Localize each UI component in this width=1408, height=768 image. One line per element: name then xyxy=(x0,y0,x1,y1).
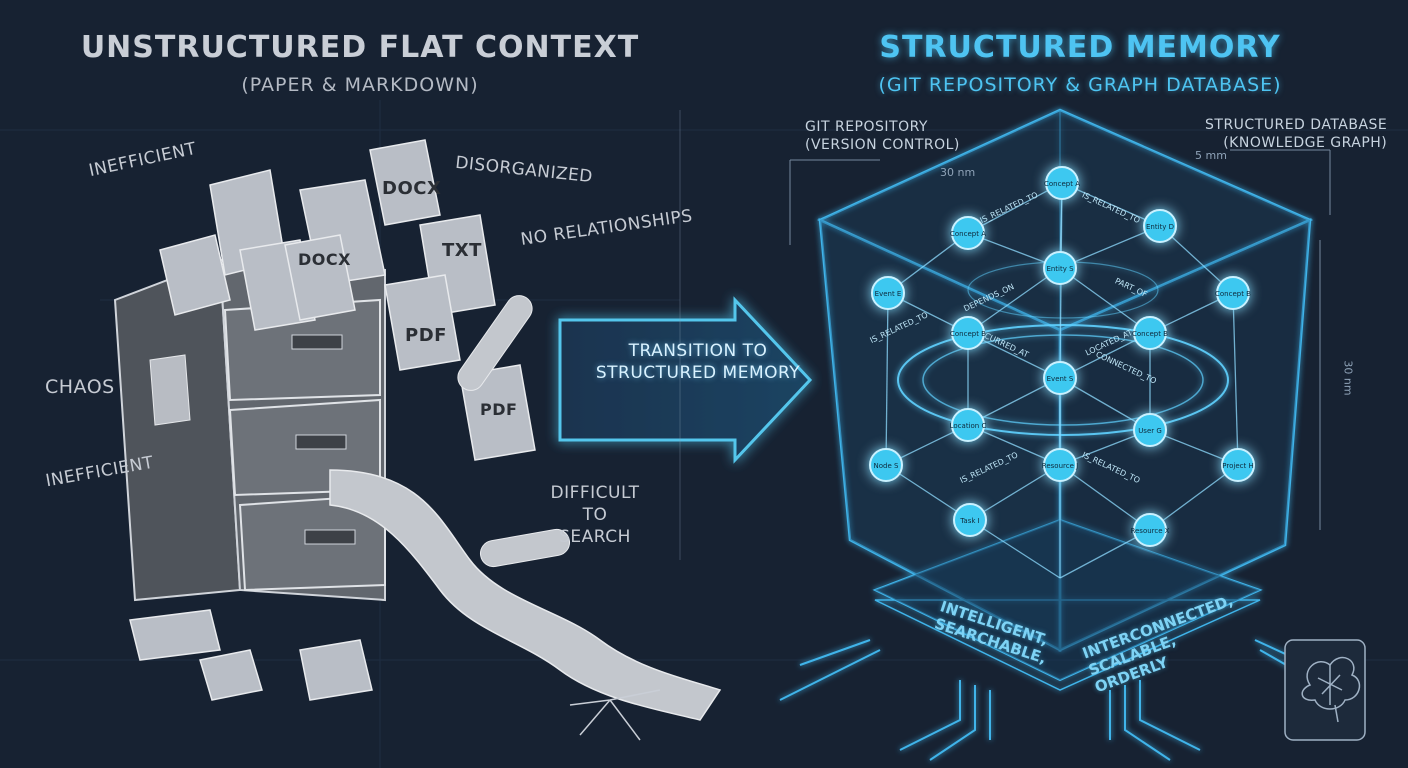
cube-faces xyxy=(820,110,1310,680)
graph-node-label: Node S xyxy=(874,462,899,470)
paper-scroll xyxy=(329,469,722,721)
transition-arrow xyxy=(558,296,813,464)
doc-tag-docx-2: DOCX xyxy=(298,250,351,269)
graph-node xyxy=(1133,316,1167,350)
left-panel-title: UNSTRUCTURED FLAT CONTEXT xyxy=(80,30,640,65)
right-panel-subtitle: (GIT REPOSITORY & GRAPH DATABASE) xyxy=(878,74,1282,96)
graph-edge xyxy=(1059,267,1151,334)
graph-node-label: Concept B xyxy=(1132,330,1168,338)
graph-edge xyxy=(967,182,1063,234)
filing-cabinet xyxy=(113,258,386,602)
git-repository-title: GIT REPOSITORY xyxy=(805,119,928,135)
graph-node-label: Resource J xyxy=(1042,462,1078,470)
transition-arrow-label-line2: STRUCTURED MEMORY xyxy=(595,363,801,383)
graph-node xyxy=(869,448,903,482)
doc-tag-docx: DOCX xyxy=(382,178,442,199)
git-repository-label: GIT REPOSITORY (VERSION CONTROL) xyxy=(805,118,960,154)
graph-edge xyxy=(1059,464,1151,531)
right-panel-title: STRUCTURED MEMORY xyxy=(879,30,1281,65)
graph-node-label: Resource X xyxy=(1130,527,1169,535)
graph-node xyxy=(1043,448,1077,482)
graph-node xyxy=(871,276,905,310)
dimension-label-3: 30 nm xyxy=(1341,360,1355,396)
graph-node xyxy=(951,316,985,350)
graph-edge xyxy=(1059,377,1151,431)
graph-node-label: Project H xyxy=(1222,462,1253,470)
graph-edge xyxy=(967,377,1061,426)
graph-node xyxy=(1043,361,1077,395)
transition-arrow-label: TRANSITION TO STRUCTURED MEMORY xyxy=(588,340,808,384)
graph-node xyxy=(1221,448,1255,482)
graph-node-label: Entity S xyxy=(1046,265,1074,273)
graph-node xyxy=(1045,166,1079,200)
graph-edge xyxy=(969,519,1061,579)
paper-pile xyxy=(129,139,536,701)
graph-node xyxy=(953,503,987,537)
doc-tag-pdf: PDF xyxy=(405,325,447,346)
graph-node xyxy=(1133,513,1167,547)
dimension-label-1: 30 nm xyxy=(940,166,976,179)
graph-edge xyxy=(1059,225,1161,269)
rolled-scroll xyxy=(479,528,571,568)
graph-node-label: User G xyxy=(1138,427,1162,435)
graph-node-label: Concept A xyxy=(1044,180,1080,188)
rolled-scroll-2 xyxy=(457,295,533,391)
graph-node xyxy=(951,408,985,442)
annotation-chaos: CHAOS xyxy=(45,376,115,398)
graph-edge xyxy=(885,292,889,466)
dimension-label-2: 5 mm xyxy=(1195,149,1227,162)
graph-node xyxy=(1133,413,1167,447)
graph-edge xyxy=(967,332,1061,379)
dimension-lines xyxy=(679,110,1331,560)
floor-crack xyxy=(569,689,661,741)
graph-edge xyxy=(969,464,1061,521)
graph-node xyxy=(1216,276,1250,310)
annotation-difficult-to-search: DIFFICULT TO SEARCH xyxy=(550,483,640,547)
graph-edge xyxy=(1149,464,1239,531)
git-repository-subtitle: (VERSION CONTROL) xyxy=(805,137,960,153)
graph-edge xyxy=(1061,182,1161,227)
graph-node-label: Concept B xyxy=(1215,290,1251,298)
graph-node-label: Task I xyxy=(959,517,979,525)
orbit-rings xyxy=(897,261,1229,436)
graph-node xyxy=(1043,251,1077,285)
graph-node-label: Entity D xyxy=(1146,223,1174,231)
left-panel-subtitle: (PAPER & MARKDOWN) xyxy=(241,74,479,96)
doc-tag-txt: TXT xyxy=(442,240,482,261)
graph-edge xyxy=(1232,292,1239,466)
graph-node-label: Location C xyxy=(950,422,987,430)
graph-node xyxy=(951,216,985,250)
graph-node-label: Event S xyxy=(1047,375,1074,383)
structured-database-title: STRUCTURED DATABASE xyxy=(1205,117,1388,133)
graph-node-label: Concept B xyxy=(950,330,986,338)
graph-node-label: Concept A xyxy=(950,230,986,238)
doc-tag-pdf-2: PDF xyxy=(480,400,518,419)
graph-node-label: Event E xyxy=(875,290,902,298)
graph-nodes: Concept A Entity D Concept A Entity S Event … xyxy=(869,166,1255,547)
transition-arrow-label-line1: TRANSITION TO xyxy=(628,341,768,361)
brain-icon xyxy=(1284,639,1366,741)
graph-node xyxy=(1143,209,1177,243)
graph-edge xyxy=(967,267,1061,334)
structured-database-label: STRUCTURED DATABASE (KNOWLEDGE GRAPH) xyxy=(1205,116,1387,152)
structured-database-subtitle: (KNOWLEDGE GRAPH) xyxy=(1223,135,1388,151)
